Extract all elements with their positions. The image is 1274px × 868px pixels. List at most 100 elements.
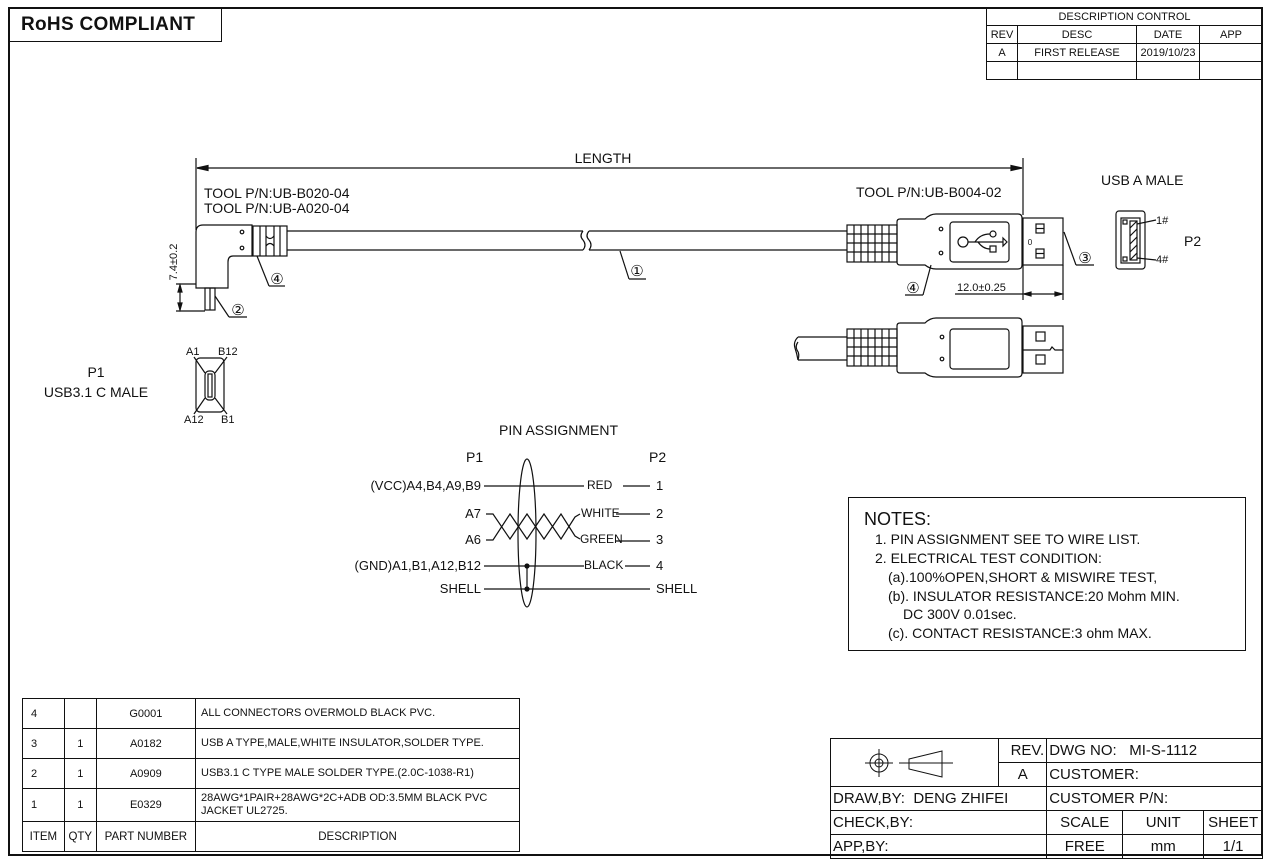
tool-pn-left-2: TOOL P/N:UB-A020-04	[204, 200, 350, 216]
scale-label: SCALE	[1046, 810, 1124, 835]
unit-value: mm	[1122, 834, 1205, 859]
pin-row-left: (VCC)A4,B4,A9,B9	[370, 478, 481, 493]
check-by-label: CHECK,BY:	[829, 810, 1048, 835]
projection-symbol	[829, 738, 1000, 787]
title-block: REV. DWG NO: MI-S-1112 A CUSTOMER: DRAW,…	[829, 738, 1263, 859]
plug-length-label: 12.0±0.25	[957, 282, 1006, 294]
plug-length-dimension	[955, 265, 1065, 300]
bom-description: USB A TYPE,MALE,WHITE INSULATOR,SOLDER T…	[195, 728, 520, 759]
pin-row-wire: RED	[587, 478, 613, 492]
height-dimension	[176, 282, 205, 313]
pin-row-right: 3	[656, 532, 664, 547]
note-line: (b). INSULATOR RESISTANCE:20 Mohm MIN.	[888, 588, 1180, 604]
third-angle-projection-icon	[864, 748, 953, 778]
balloon-1-label: ①	[630, 262, 643, 280]
bom-description: USB3.1 C TYPE MALE SOLDER TYPE.(2.0C-103…	[195, 758, 520, 789]
bom-header-description: DESCRIPTION	[195, 821, 520, 852]
bom-row: 4 G0001 ALL CONNECTORS OVERMOLD BLACK PV…	[22, 698, 520, 729]
bom-part-number: G0001	[95, 698, 197, 729]
note-line: (c). CONTACT RESISTANCE:3 ohm MAX.	[888, 625, 1152, 641]
balloon-2	[214, 295, 247, 318]
balloon-4-right-label: ④	[906, 279, 919, 297]
pin-row-left: A6	[465, 532, 481, 547]
pin-row-right: 2	[656, 506, 664, 521]
bom-item: 3	[22, 728, 65, 759]
pin-row-wire: WHITE	[581, 506, 620, 520]
bom-part-number: A0182	[95, 728, 197, 759]
pin-row-right: SHELL	[656, 581, 698, 596]
app-cell	[1199, 61, 1263, 80]
bom-header-part-number: PART NUMBER	[95, 821, 197, 852]
bom-qty: 1	[63, 758, 97, 789]
p1-description: USB3.1 C MALE	[44, 384, 148, 400]
app-by-label: APP,BY:	[829, 834, 1048, 859]
bom-qty: 1	[63, 788, 97, 822]
scale-value: FREE	[1046, 834, 1124, 859]
revision-control-table: DESCRIPTION CONTROL REV DESC DATE APP A …	[986, 7, 1263, 80]
cable-body	[287, 230, 847, 251]
draw-by-label: DRAW,BY:	[833, 790, 905, 807]
height-dimension-label: 7.4±0.2	[168, 244, 180, 281]
customer-label: CUSTOMER:	[1046, 762, 1263, 787]
dwg-no-label: DWG NO:	[1049, 742, 1117, 759]
pin-row-left: A7	[465, 506, 481, 521]
bom-item: 1	[22, 788, 65, 822]
bom-qty	[63, 698, 97, 729]
length-label: LENGTH	[575, 150, 632, 166]
tool-pn-left-1: TOOL P/N:UB-B020-04	[204, 185, 350, 201]
revision-row	[986, 61, 1263, 80]
rev-header: REV	[986, 25, 1018, 44]
c-pin-b1: B1	[221, 414, 234, 426]
pin-row-right: 1	[656, 478, 664, 493]
note-line: (a).100%OPEN,SHORT & MISWIRE TEST,	[888, 569, 1158, 585]
unit-label: UNIT	[1122, 810, 1205, 835]
pin-row-right: 4	[656, 558, 664, 573]
p2-pin4-label: 4#	[1156, 254, 1169, 266]
pin-row-left: SHELL	[439, 581, 481, 596]
rev-label: REV.	[998, 738, 1048, 763]
bill-of-materials: 4 G0001 ALL CONNECTORS OVERMOLD BLACK PV…	[22, 698, 520, 852]
pin-assignment-wiring	[484, 458, 650, 608]
bom-part-number: A0909	[95, 758, 197, 789]
desc-cell: FIRST RELEASE	[1017, 43, 1137, 62]
customer-pn-label: CUSTOMER P/N:	[1046, 786, 1263, 811]
notes-box: NOTES: 1. PIN ASSIGNMENT SEE TO WIRE LIS…	[848, 497, 1246, 651]
pin-row-wire: GREEN	[580, 532, 623, 546]
usb-a-title: USB A MALE	[1101, 172, 1183, 188]
rohs-compliant-label: RoHS COMPLIANT	[8, 7, 222, 42]
bom-row: 2 1 A0909 USB3.1 C TYPE MALE SOLDER TYPE…	[22, 758, 520, 789]
balloon-3-label: ③	[1078, 249, 1091, 267]
bom-qty: 1	[63, 728, 97, 759]
p2-pin1-label: 1#	[1156, 215, 1169, 227]
balloon-4-label: ④	[270, 270, 283, 288]
length-dimension	[195, 158, 1024, 230]
note-line: 2. ELECTRICAL TEST CONDITION:	[875, 550, 1102, 566]
balloon-3	[1063, 231, 1094, 266]
pin-p1-header: P1	[466, 449, 484, 465]
bom-description: 28AWG*1PAIR+28AWG*2C+ADB OD:3.5MM BLACK …	[195, 788, 520, 822]
bom-item: 4	[22, 698, 65, 729]
balloon-1	[619, 250, 646, 280]
usb-c-face	[193, 356, 228, 415]
dwg-no-value: MI-S-1112	[1129, 742, 1198, 759]
pin-p2-header: P2	[649, 449, 667, 465]
bom-header-qty: QTY	[63, 821, 97, 852]
balloon-2-label: ②	[231, 301, 244, 319]
balloon-4-right	[905, 264, 932, 296]
c-pin-a12: A12	[184, 414, 204, 426]
pin-assignment-title: PIN ASSIGNMENT	[499, 422, 619, 438]
bom-item: 2	[22, 758, 65, 789]
app-header: APP	[1199, 25, 1263, 44]
bom-header-item: ITEM	[22, 821, 65, 852]
note-line: 1. PIN ASSIGNMENT SEE TO WIRE LIST.	[875, 531, 1141, 547]
dwg-no-cell: DWG NO: MI-S-1112	[1046, 738, 1263, 763]
usb-a-connector-side	[793, 317, 1064, 378]
bom-part-number: E0329	[95, 788, 197, 822]
pin-row-left: (GND)A1,B1,A12,B12	[354, 558, 481, 573]
balloon-4-left	[256, 255, 285, 287]
revision-row: A FIRST RELEASE 2019/10/23	[986, 43, 1263, 62]
sheet-value: 1/1	[1203, 834, 1263, 859]
tool-pn-right: TOOL P/N:UB-B004-02	[856, 184, 1002, 200]
usb-pin-mark: 0	[1028, 238, 1033, 247]
